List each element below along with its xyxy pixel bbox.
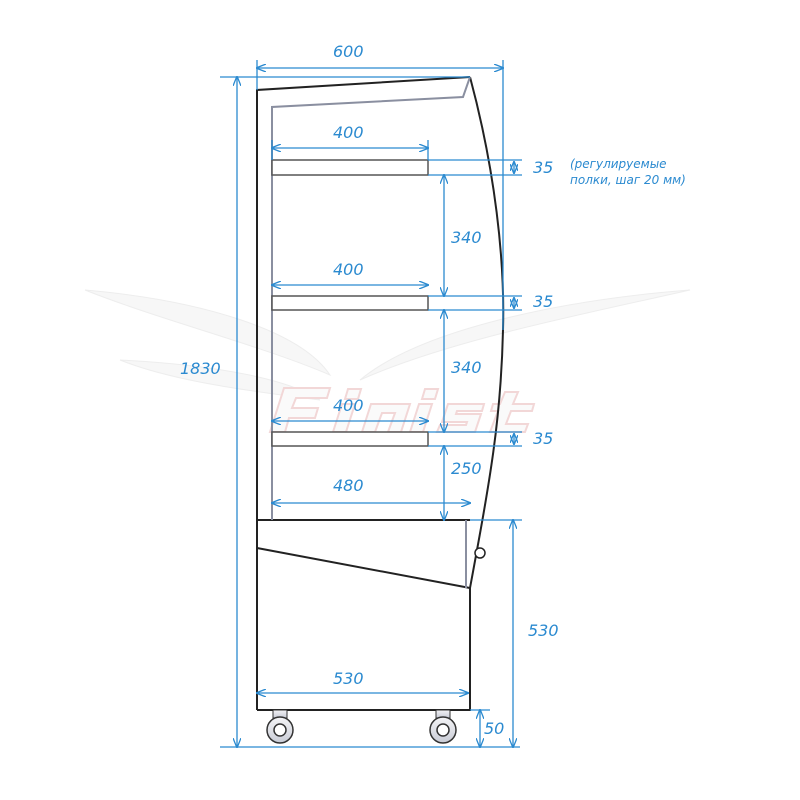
dim-shelf2-depth: 400 xyxy=(333,260,364,279)
dim-base-height: 530 xyxy=(528,621,559,640)
dim-overall-width: 600 xyxy=(333,42,364,61)
shelf-1 xyxy=(271,159,429,176)
wheel-left xyxy=(266,709,294,744)
dim-shelf3-depth: 400 xyxy=(333,396,364,415)
shelf-2 xyxy=(271,295,429,311)
note-line-2: полки, шаг 20 мм) xyxy=(570,173,686,187)
cabinet-body xyxy=(256,76,505,711)
watermark-logo xyxy=(84,289,691,433)
note-line-1: (регулируемые xyxy=(570,157,667,171)
dim-wheel-height: 50 xyxy=(484,719,504,738)
dim-spacing-1: 340 xyxy=(451,228,482,247)
dim-shelf1-depth: 400 xyxy=(333,123,364,142)
wheel-right xyxy=(429,709,457,744)
dim-shelf-thickness-2: 35 xyxy=(533,292,553,311)
watermark-lettering xyxy=(268,387,536,433)
dimension-lines xyxy=(237,68,514,747)
dim-shelf-thickness-3: 35 xyxy=(533,429,553,448)
dim-spacing-bottom: 250 xyxy=(451,459,482,478)
dim-shelf-thickness-1: 35 xyxy=(533,158,553,177)
dim-bottom-depth: 480 xyxy=(333,476,364,495)
shelf-3 xyxy=(271,431,429,447)
dim-base-width: 530 xyxy=(333,669,364,688)
dim-spacing-2: 340 xyxy=(451,358,482,377)
dim-overall-height: 1830 xyxy=(180,359,221,378)
